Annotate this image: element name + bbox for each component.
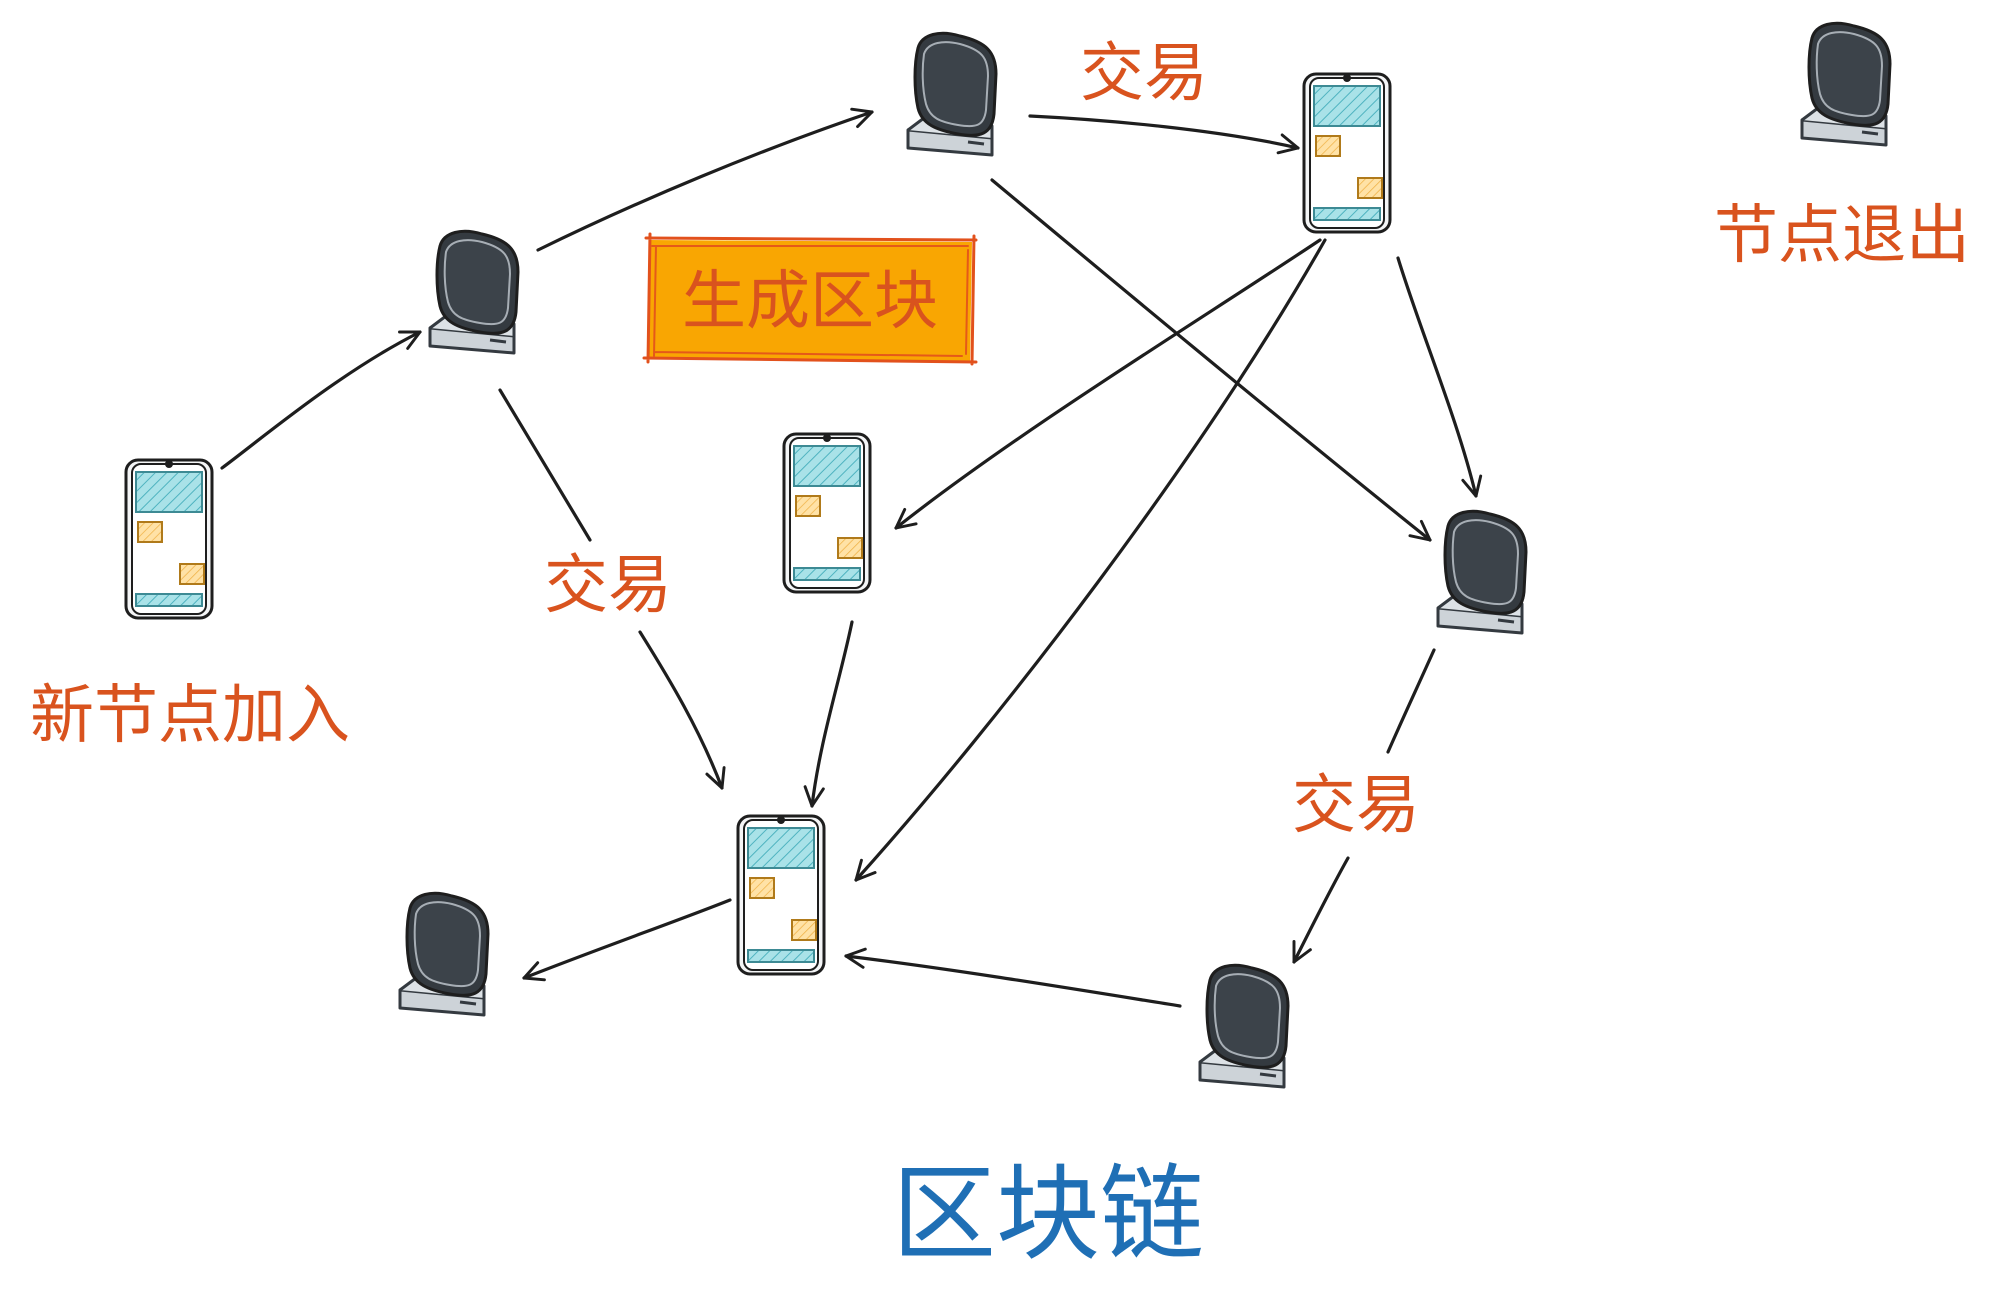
edge-monitor-right-to-monitor-bottom-b — [1292, 856, 1350, 964]
monitor-icon-top — [906, 31, 998, 157]
edge-monitor-top-to-phone-top — [1028, 114, 1300, 155]
edge-monitor-left-to-monitor-top — [536, 107, 874, 252]
monitor-icon-bottom — [1198, 963, 1290, 1089]
edge-phone-left-to-monitor-left — [220, 330, 422, 470]
monitor-icon-exiting — [1800, 21, 1892, 147]
diagram-title: 区块链 — [892, 1153, 1204, 1275]
transaction-label-top: 交易 — [1080, 37, 1208, 111]
edge-phone-mid-to-phone-bottom — [803, 620, 854, 808]
edge-monitor-top-to-monitor-right — [990, 178, 1432, 542]
labels: 交易 交易 交易 节点退出 新节点加入 区块链 — [30, 37, 1970, 1275]
edge-monitor-left-to-phone-bottom-b — [638, 630, 726, 790]
phone-icon-top — [1302, 72, 1392, 234]
monitor-icon-left — [428, 229, 520, 355]
edge-monitor-right-to-monitor-bottom-a — [1386, 648, 1436, 754]
phone-icon-new-node — [124, 458, 214, 620]
transaction-label-left: 交易 — [544, 549, 672, 623]
transaction-label-right: 交易 — [1292, 769, 1420, 843]
phone-icon-mid — [782, 432, 872, 594]
generate-block-box: 生成区块 — [642, 232, 978, 366]
edge-monitor-bottom-to-phone-bottom — [844, 947, 1182, 1008]
edge-phone-bottom-to-monitor-bl — [522, 898, 732, 982]
edges — [220, 107, 1483, 1008]
nodes — [124, 21, 1892, 1089]
edge-monitor-left-to-phone-bottom-a — [498, 388, 592, 542]
edge-phone-top-to-monitor-right — [1396, 256, 1483, 498]
new-node-label: 新节点加入 — [30, 679, 350, 753]
monitor-icon-right — [1436, 509, 1528, 635]
generate-block-label: 生成区块 — [682, 265, 938, 339]
phone-icon-bottom — [736, 814, 826, 976]
edge-phone-top-to-phone-mid — [894, 238, 1322, 530]
node-exit-label: 节点退出 — [1714, 199, 1970, 273]
edge-phone-top-to-phone-bottom — [854, 238, 1327, 882]
monitor-icon-bottom-left — [398, 891, 490, 1017]
